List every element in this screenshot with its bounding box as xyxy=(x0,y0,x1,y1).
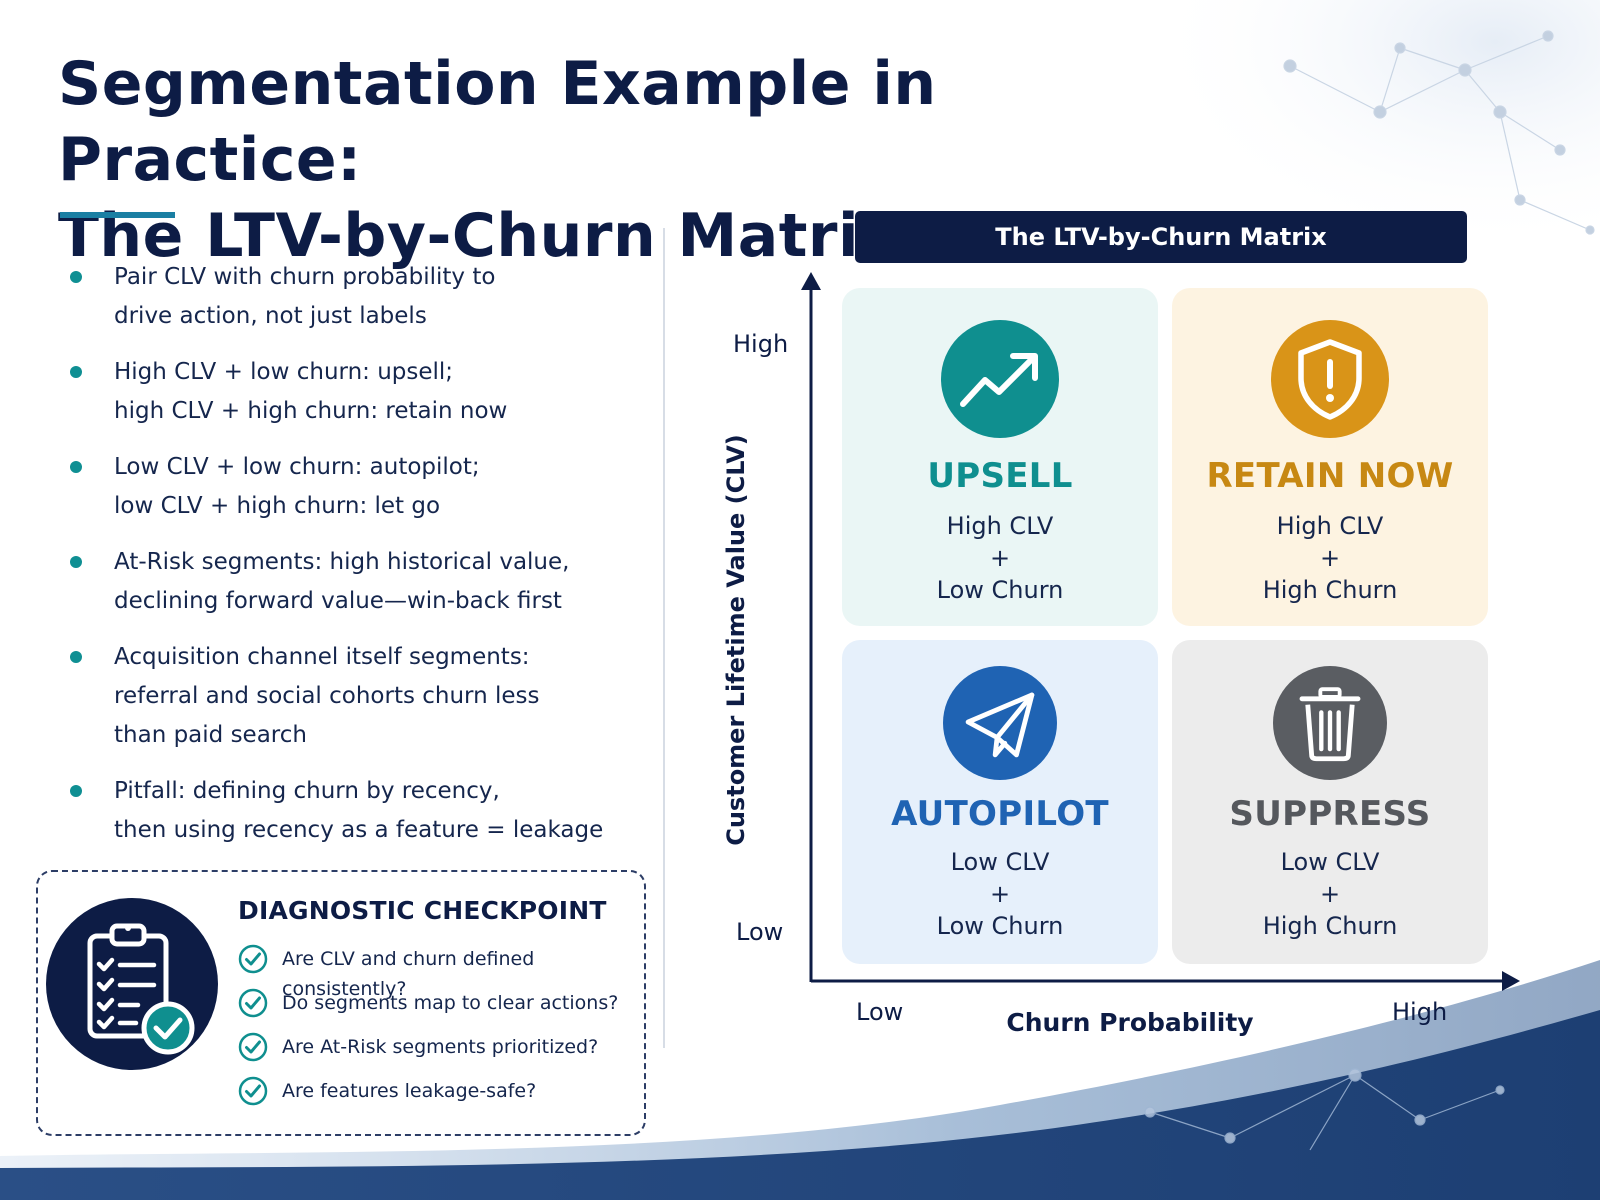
bullet-dot-icon xyxy=(70,366,82,378)
bullet-text: Pitfall: defining churn by recency, xyxy=(114,778,500,804)
bullet-dot-icon xyxy=(70,461,82,473)
bullet-dot-icon xyxy=(70,785,82,797)
bullet-dot-icon xyxy=(70,556,82,568)
quadrant-desc-line: High CLV xyxy=(946,512,1054,540)
checkpoint-item: Are CLV and churn defined consistently? xyxy=(238,944,638,1000)
checkpoint-item-text: Are features leakage-safe? xyxy=(282,1080,537,1102)
bullet-item: Pair CLV with churn probability to drive… xyxy=(66,258,656,336)
quadrant-autopilot-title: AUTOPILOT xyxy=(891,794,1109,834)
bullet-text: declining forward value—win-back first xyxy=(114,588,562,614)
bullet-text: At-Risk segments: high historical value, xyxy=(114,549,570,575)
bullet-text: than paid search xyxy=(114,722,307,748)
shield-alert-icon xyxy=(1271,320,1389,438)
bullet-text: then using recency as a feature = leakag… xyxy=(114,817,604,843)
quadrant-desc-line: + xyxy=(1319,544,1341,572)
matrix-axes xyxy=(801,272,1520,991)
y-tick-high: High xyxy=(733,330,789,358)
matrix-header: The LTV-by-Churn Matrix xyxy=(855,211,1467,263)
quadrant-desc-line: + xyxy=(989,880,1011,908)
bullet-dot-icon xyxy=(70,271,82,283)
quadrant-retain-now: RETAIN NOW High CLV + High Churn xyxy=(1172,288,1488,626)
checkpoint-item-text: Are At-Risk segments prioritized? xyxy=(282,1036,599,1058)
bullet-text: high CLV + high churn: retain now xyxy=(114,398,508,424)
quadrant-desc-line: Low CLV xyxy=(950,848,1050,876)
paper-plane-icon xyxy=(943,666,1057,780)
quadrant-suppress-title: SUPPRESS xyxy=(1229,794,1431,834)
quadrant-autopilot: AUTOPILOT Low CLV + Low Churn xyxy=(842,640,1158,964)
checkpoint-item-text: Do segments map to clear actions? xyxy=(282,992,619,1014)
checkpoint-item: Do segments map to clear actions? xyxy=(238,988,638,1032)
bullet-item: High CLV + low churn: upsell; high CLV +… xyxy=(66,353,656,431)
quadrant-desc-line: Low Churn xyxy=(936,912,1064,940)
quadrant-desc-line: + xyxy=(1319,880,1341,908)
quadrant-desc-line: High Churn xyxy=(1262,576,1398,604)
checkpoint-item: Are features leakage-safe? xyxy=(238,1076,638,1120)
quadrant-suppress-description: Low CLV + High Churn xyxy=(1172,846,1488,942)
bullet-text: referral and social cohorts churn less xyxy=(114,683,540,709)
check-circle-icon xyxy=(238,1076,268,1106)
y-tick-low: Low xyxy=(736,918,784,946)
check-circle-icon xyxy=(238,988,268,1018)
trending-up-icon xyxy=(941,320,1059,438)
x-tick-high: High xyxy=(1392,998,1448,1026)
quadrant-desc-line: + xyxy=(989,544,1011,572)
check-circle-icon xyxy=(238,1032,268,1062)
vertical-divider xyxy=(663,228,665,1048)
title-underline xyxy=(60,212,175,218)
bullet-text: Low CLV + low churn: autopilot; xyxy=(114,454,480,480)
bullet-text: drive action, not just labels xyxy=(114,303,427,329)
quadrant-upsell-description: High CLV + Low Churn xyxy=(842,510,1158,606)
quadrant-autopilot-description: Low CLV + Low Churn xyxy=(842,846,1158,942)
bullet-text: low CLV + high churn: let go xyxy=(114,493,441,519)
quadrant-retain-now-description: High CLV + High Churn xyxy=(1172,510,1488,606)
y-axis-label: Customer Lifetime Value (CLV) xyxy=(722,434,750,846)
bullet-text: Pair CLV with churn probability to xyxy=(114,264,496,290)
quadrant-upsell: UPSELL High CLV + Low Churn xyxy=(842,288,1158,626)
bullet-item: Acquisition channel itself segments: ref… xyxy=(66,638,656,755)
checkpoint-list: Are CLV and churn defined consistently? … xyxy=(238,944,638,1120)
bullet-text: Acquisition channel itself segments: xyxy=(114,644,530,670)
x-axis-label: Churn Probability xyxy=(1006,1008,1254,1037)
quadrant-suppress: SUPPRESS Low CLV + High Churn xyxy=(1172,640,1488,964)
x-axis-arrow-icon xyxy=(1502,971,1520,991)
check-circle-icon xyxy=(238,944,268,974)
bullet-list: Pair CLV with churn probability to drive… xyxy=(66,258,656,867)
quadrant-retain-now-title: RETAIN NOW xyxy=(1206,456,1454,496)
bullet-item: Pitfall: defining churn by recency, then… xyxy=(66,772,656,850)
trash-icon xyxy=(1273,666,1387,780)
bullet-dot-icon xyxy=(70,651,82,663)
quadrant-upsell-title: UPSELL xyxy=(927,456,1073,496)
diagnostic-checkpoint-box: DIAGNOSTIC CHECKPOINT Are CLV and churn … xyxy=(36,870,646,1136)
diagnostic-checkpoint-title: DIAGNOSTIC CHECKPOINT xyxy=(238,896,607,925)
quadrant-desc-line: Low Churn xyxy=(936,576,1064,604)
title-line-2: The LTV-by-Churn Matrix xyxy=(58,201,899,271)
checkpoint-item-text: Are CLV and churn defined consistently? xyxy=(282,948,535,1000)
title-line-1: Segmentation Example in Practice: xyxy=(58,49,937,195)
quadrant-desc-line: High Churn xyxy=(1262,912,1398,940)
bullet-item: Low CLV + low churn: autopilot; low CLV … xyxy=(66,448,656,526)
clipboard-check-icon xyxy=(46,898,218,1070)
page-title: Segmentation Example in Practice: The LT… xyxy=(58,46,1238,274)
x-tick-low: Low xyxy=(856,998,904,1026)
bullet-item: At-Risk segments: high historical value,… xyxy=(66,543,656,621)
bullet-text: High CLV + low churn: upsell; xyxy=(114,359,454,385)
quadrant-desc-line: High CLV xyxy=(1276,512,1384,540)
y-axis-arrow-icon xyxy=(801,272,821,290)
checkpoint-item: Are At-Risk segments prioritized? xyxy=(238,1032,638,1076)
quadrant-desc-line: Low CLV xyxy=(1280,848,1380,876)
